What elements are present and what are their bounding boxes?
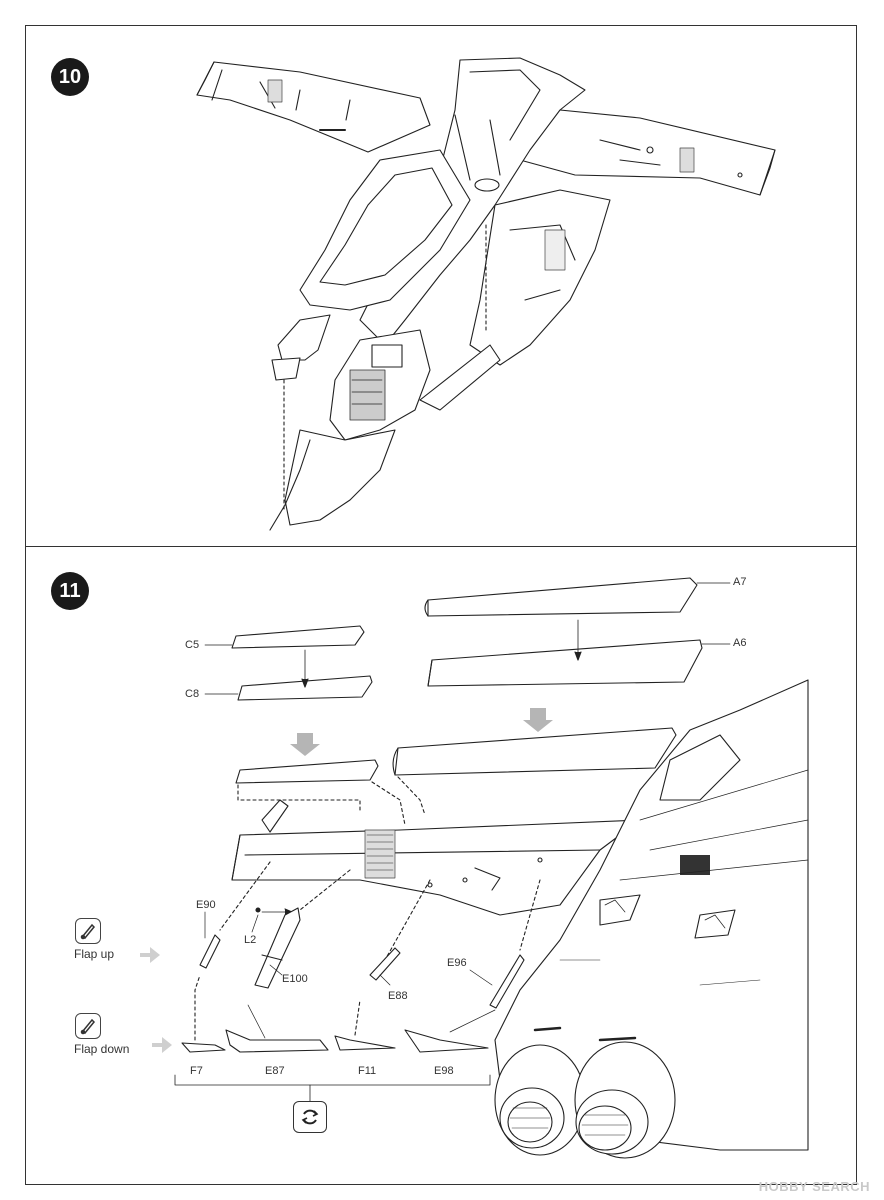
rotate-icon xyxy=(293,1101,327,1133)
step10-aircraft-drawing xyxy=(196,57,776,531)
part-label-a7: A7 xyxy=(733,576,747,588)
pencil-icon xyxy=(75,918,101,944)
flap-down-label: Flap down xyxy=(74,1042,130,1056)
part-label-a6: A6 xyxy=(733,637,747,649)
part-label-e100: E100 xyxy=(282,973,308,985)
step-divider xyxy=(25,546,857,547)
part-label-e88: E88 xyxy=(388,990,408,1002)
page-frame xyxy=(25,25,857,1185)
part-label-e90: E90 xyxy=(196,899,216,911)
part-label-l2: L2 xyxy=(244,934,257,946)
part-label-e98: E98 xyxy=(434,1065,454,1077)
part-label-c5: C5 xyxy=(185,639,200,651)
flap-up-label: Flap up xyxy=(74,947,115,961)
watermark: HOBBY SEARCH xyxy=(758,1179,870,1194)
step-11-badge: 11 xyxy=(51,572,89,610)
step-10-badge: 10 xyxy=(51,58,89,96)
part-label-e96: E96 xyxy=(447,957,467,969)
part-label-c8: C8 xyxy=(185,688,200,700)
part-label-e87: E87 xyxy=(265,1065,285,1077)
part-label-f11: F11 xyxy=(358,1065,377,1077)
pencil-icon xyxy=(75,1013,101,1039)
part-label-f7: F7 xyxy=(190,1065,203,1077)
step11-parts-drawing xyxy=(140,577,809,1159)
